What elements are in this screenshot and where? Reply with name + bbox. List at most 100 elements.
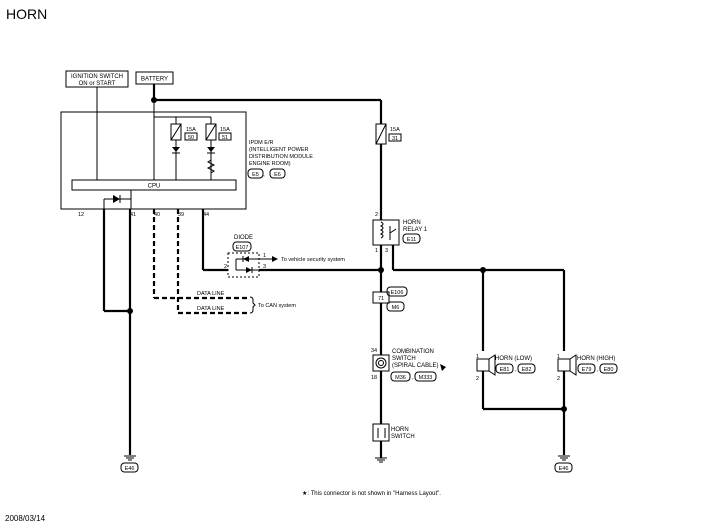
- horn-relay-pin-3: 3: [385, 248, 388, 254]
- pin44-wire: [201, 209, 228, 272]
- to-security-label: To vehicle security system: [281, 257, 345, 263]
- diode-e107: DIODE E107 1 2 3 To vehicle security sys…: [224, 235, 345, 278]
- diode-connector-label: E107: [236, 245, 249, 251]
- ipdm-diode-2: [207, 147, 215, 152]
- horn-relay-pin-1: 1: [375, 248, 378, 254]
- horn-ground-wire: [481, 371, 566, 455]
- horn-low-pin-1: 1: [476, 354, 479, 360]
- fuse-50-number: 50: [188, 135, 194, 141]
- cpu-label: CPU: [148, 184, 161, 190]
- ipdm-label-4: ENGINE ROOM): [249, 161, 291, 167]
- page-title: HORN: [6, 6, 48, 22]
- horn-relay-label-2: RELAY 1: [403, 227, 428, 233]
- left-splice-dot: [127, 308, 133, 314]
- fuse-51: 15A 51: [205, 123, 232, 141]
- combination-switch-label-1: COMBINATION: [392, 349, 434, 355]
- horn-low-connector-e82: E82: [522, 367, 532, 373]
- ground-right-label: E46: [559, 466, 569, 472]
- battery-label: BATTERY: [141, 77, 168, 83]
- ipdm-resistor: [206, 159, 216, 174]
- fuse-50: 15A 50: [170, 123, 198, 141]
- fuse-31-amp: 15A: [390, 127, 400, 133]
- ipdm-label-1: IPDM E/R: [249, 140, 273, 146]
- data-line-1-label: DATA LINE: [197, 291, 225, 297]
- horn-low-label: HORN (LOW): [495, 356, 532, 362]
- data-line-1-wire: [152, 209, 249, 300]
- joint-connector-m6: M6: [392, 305, 400, 311]
- ipdm-connector-e5: [247, 168, 264, 179]
- horn-relay-pin-2: 2: [375, 212, 378, 218]
- horn-high-pin-1: 1: [557, 354, 560, 360]
- fuse-31: 15A 31: [375, 123, 402, 145]
- harness-note: ★: This connector is not shown in "Harne…: [302, 490, 441, 497]
- fuse-50-amp: 15A: [186, 127, 196, 133]
- ignition-switch-box: IGNITION SWITCH ON or START: [65, 70, 129, 88]
- ipdm-connector-e6: [269, 168, 286, 179]
- ipdm-pin-39: 39: [178, 212, 184, 218]
- cpu-pin-diode: [103, 190, 132, 209]
- ground-symbol-left: E46: [120, 455, 139, 473]
- horn-relay-1: 2 1 3 HORN RELAY 1 E11: [372, 212, 428, 254]
- ground-symbol-right: E46: [554, 455, 573, 473]
- horn-high-connector-e79: E79: [582, 367, 592, 373]
- ipdm-pin-41: 41: [130, 212, 136, 218]
- diode-label: DIODE: [234, 235, 253, 241]
- combination-switch-pin-34: 34: [371, 348, 377, 354]
- horn-high-pin-2: 2: [557, 376, 560, 382]
- ground-left-label: E46: [125, 466, 135, 472]
- ipdm-connector-e5-label: E5: [252, 172, 259, 178]
- combination-switch-label-3: (SPIRAL CABLE): [392, 363, 438, 369]
- horn-high-label: HORN (HIGH): [577, 356, 615, 362]
- ground-wire-left: [102, 209, 132, 455]
- ipdm-pin-40: 40: [154, 212, 160, 218]
- svg-text:,: ,: [515, 367, 517, 373]
- horn-relay-connector: E11: [407, 237, 416, 243]
- svg-text:,: ,: [412, 375, 414, 381]
- to-can-label: To CAN system: [258, 303, 296, 309]
- ipdm-label-3: DISTRIBUTION MODULE: [249, 154, 313, 160]
- data-line-2-wire: [176, 209, 249, 315]
- ipdm-connector-e6-label: E6: [274, 172, 281, 178]
- ipdm-pin-12: 12: [78, 212, 84, 218]
- diode-pin-2: 2: [224, 264, 227, 270]
- fuse-51-number: 51: [222, 135, 228, 141]
- ignition-switch-label-2: ON or START: [79, 81, 116, 87]
- fuse-51-amp: 15A: [220, 127, 230, 133]
- ipdm-pin-44: 44: [203, 212, 209, 218]
- diode-pin-3: 3: [263, 264, 266, 270]
- combination-switch-connector-m333: M333: [419, 375, 433, 381]
- combination-switch-connector-m36: M36: [395, 375, 406, 381]
- horn-low: 1 2 HORN (LOW) E81 , E82: [476, 354, 536, 382]
- relay-to-horns-wire: [391, 245, 566, 351]
- revision-date: 2008/03/14: [5, 514, 46, 523]
- combination-switch-label-2: SWITCH: [392, 356, 416, 362]
- data-line-2-label: DATA LINE: [197, 306, 225, 312]
- horn-high: 1 2 HORN (HIGH) E79 , E80: [557, 354, 618, 382]
- battery-box: BATTERY: [135, 71, 174, 85]
- combination-switch-pin-18: 18: [371, 375, 377, 381]
- can-brace: [249, 296, 256, 314]
- diode-pin-1: 1: [263, 253, 266, 259]
- ignition-switch-label-1: IGNITION SWITCH: [71, 74, 123, 80]
- battery-main-wire: [152, 84, 383, 124]
- horn-high-connector-e80: E80: [604, 367, 614, 373]
- horn-ground-splice-dot: [561, 406, 567, 412]
- svg-text:,: ,: [263, 172, 265, 178]
- ipdm-diode-1: [172, 147, 180, 152]
- joint-pin-71: 71: [378, 296, 384, 302]
- joint-connector-71: 71 E106 M6: [372, 286, 408, 312]
- fuse-31-number: 31: [392, 136, 398, 142]
- horn-switch-ground: [375, 441, 387, 463]
- horn-switch: HORN SWITCH: [372, 423, 415, 442]
- joint-connector-e106: E106: [391, 290, 404, 296]
- horn-low-pin-2: 2: [476, 376, 479, 382]
- relay-splice-dot: [378, 267, 384, 273]
- horn-low-connector-e81: E81: [500, 367, 510, 373]
- horn-switch-label-2: SWITCH: [391, 434, 415, 440]
- horn-splice-dot: [480, 267, 486, 273]
- svg-text:,: ,: [597, 367, 599, 373]
- horn-switch-label-1: HORN: [391, 427, 409, 433]
- ipdm-label-2: (INTELLIGENT POWER: [249, 147, 309, 153]
- combination-switch: 34 18 COMBINATION SWITCH (SPIRAL CABLE) …: [371, 348, 446, 382]
